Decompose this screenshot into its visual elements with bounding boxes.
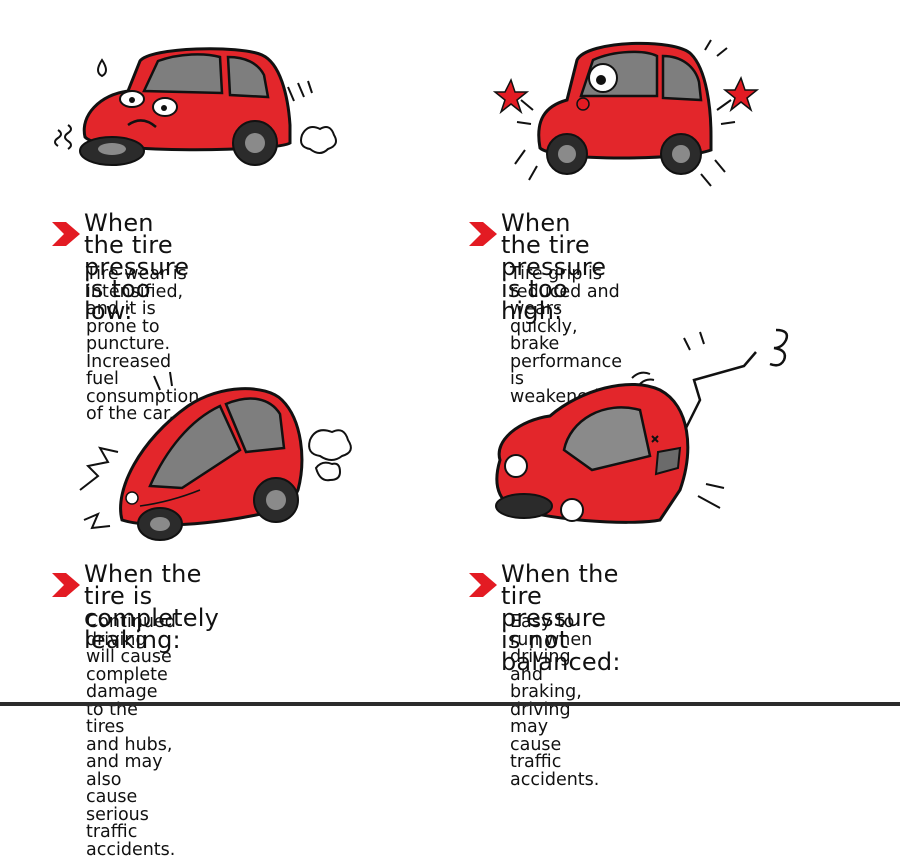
bouncing-car-illustration [492, 39, 760, 187]
red-chevron-icon [52, 222, 80, 246]
red-chevron-icon [52, 573, 80, 597]
crashed-car-illustration [79, 371, 352, 541]
sad-car-illustration [54, 47, 337, 166]
heading-too-high: When the tire pressure is too high: [501, 209, 607, 325]
body-too-low: Tire wear is intensified, and it is pron… [86, 264, 200, 424]
red-chevron-icon [469, 222, 497, 246]
red-chevron-icon [469, 573, 497, 597]
heading-too-low: When the tire pressure is too low: [84, 209, 190, 325]
tipping-car-illustration [495, 328, 789, 524]
heading-leaking: When the tire is completely leaking: [84, 560, 219, 654]
heading-not-balanced: When the tire pressure is not balanced: [501, 560, 621, 676]
body-leaking: Continued driving will cause complete da… [86, 612, 176, 860]
bottom-divider [0, 702, 900, 706]
